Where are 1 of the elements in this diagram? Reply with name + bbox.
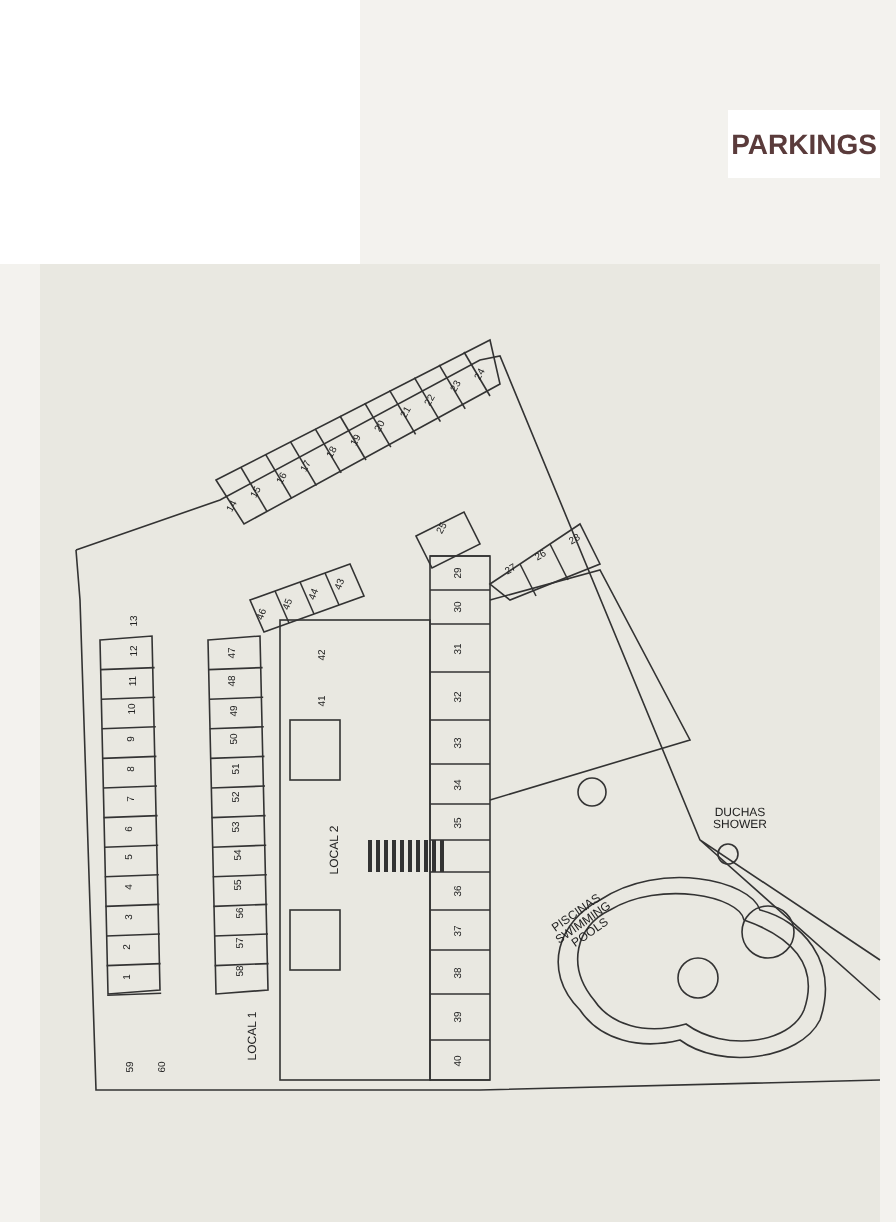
title: PARKINGS — [728, 110, 880, 178]
